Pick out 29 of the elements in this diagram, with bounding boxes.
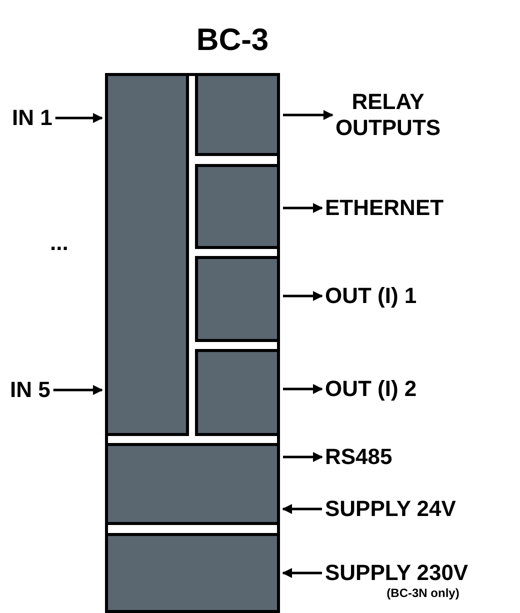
- arrow: [283, 291, 323, 301]
- arrow: [283, 384, 323, 394]
- note-text: (BC-3N only): [386, 586, 460, 600]
- module-block: [105, 443, 280, 525]
- arrow: [283, 452, 323, 462]
- port-label: IN 5: [10, 377, 50, 403]
- ellipsis-label: ...: [50, 230, 68, 256]
- port-label: ETHERNET: [325, 195, 444, 221]
- diagram-title: BC-3: [195, 22, 270, 58]
- arrow: [283, 110, 334, 120]
- port-label: IN 1: [12, 105, 52, 131]
- module-block: [105, 73, 189, 436]
- port-label: RS485: [325, 444, 392, 470]
- arrow: [53, 385, 103, 395]
- device-housing: [105, 73, 280, 613]
- arrow: [283, 203, 323, 213]
- module-block: [195, 256, 280, 342]
- module-block: [195, 73, 280, 156]
- port-label: SUPPLY 24V: [325, 496, 456, 522]
- port-label: RELAY OUTPUTS: [322, 89, 454, 141]
- module-block: [195, 349, 280, 436]
- arrow: [55, 113, 103, 123]
- port-label: SUPPLY 230V: [325, 560, 468, 586]
- module-block: [105, 533, 280, 613]
- port-label: OUT (I) 2: [325, 376, 417, 402]
- port-label: OUT (I) 1: [325, 283, 417, 309]
- arrow: [282, 568, 322, 578]
- arrow: [282, 504, 322, 514]
- module-block: [195, 164, 280, 249]
